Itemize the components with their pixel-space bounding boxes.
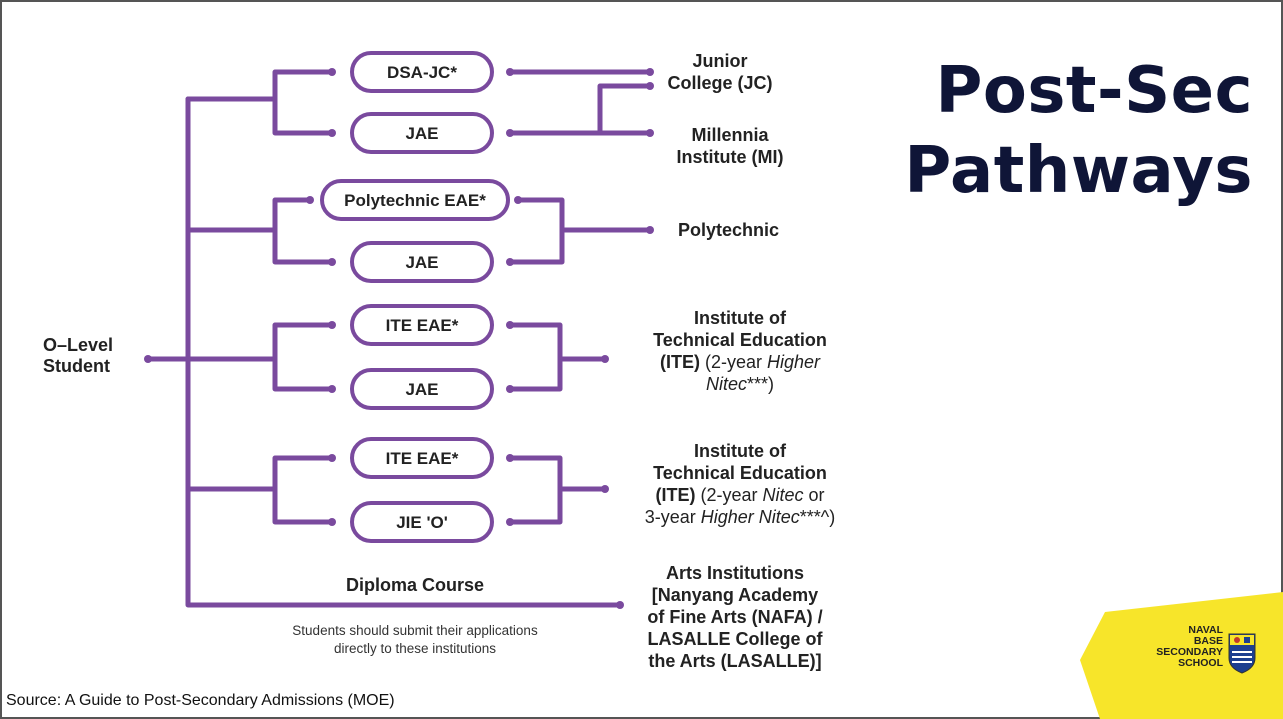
dot (506, 129, 514, 137)
dot (506, 385, 514, 393)
branch-ite-eae-1 (185, 322, 335, 362)
page-title: Post-Sec (935, 54, 1253, 128)
pill-jae-2 (350, 241, 494, 283)
school-logo-shape (1080, 592, 1283, 719)
branch-dsa-jc (185, 69, 335, 102)
route-label: JAE (405, 124, 438, 143)
dot (506, 258, 514, 266)
dot (328, 385, 336, 393)
dot (601, 485, 609, 493)
line-jae-to-jc (507, 83, 653, 136)
school-logo-text: NAVAL BASE SECONDARY SCHOOL (1156, 624, 1223, 669)
route-label: ITE EAE* (386, 449, 459, 468)
dot (506, 68, 514, 76)
start-node-label: O–Level Student (43, 335, 114, 376)
pill-jae-3 (350, 368, 494, 410)
pill-poly-eae (320, 179, 510, 221)
dot (328, 68, 336, 76)
dest-millennia-institute: Millennia Institute (MI) (676, 125, 784, 167)
diploma-course-label: Diploma Course (345, 575, 485, 595)
source-caption: Source: A Guide to Post-Secondary Admiss… (6, 692, 395, 709)
main-trunk (185, 96, 623, 608)
dest-polytechnic: Polytechnic (678, 220, 780, 240)
dot (506, 454, 514, 462)
bracket-ite-1 (507, 322, 563, 392)
route-label: JIE 'O' (396, 513, 448, 532)
dot (616, 601, 624, 609)
dot (514, 196, 522, 204)
branch-ite-eae-2 (185, 455, 335, 492)
diploma-note: Students should submit their application… (292, 623, 538, 656)
pill-jie (350, 501, 494, 543)
dot (506, 321, 514, 329)
dot (646, 82, 654, 90)
page-title: Pathways (904, 134, 1253, 208)
branch-jae-1 (272, 96, 335, 136)
bracket-ite-2 (507, 455, 563, 525)
dot (328, 129, 336, 137)
dot (328, 321, 336, 329)
branch-jae-2 (272, 227, 335, 265)
pill-dsa-jc (350, 51, 494, 93)
school-crest-icon (1228, 633, 1256, 674)
dot (306, 196, 314, 204)
branch-jae-3 (272, 356, 335, 392)
dot (646, 68, 654, 76)
dot (328, 454, 336, 462)
route-label: JAE (405, 380, 438, 399)
dot (328, 518, 336, 526)
route-label: JAE (405, 253, 438, 272)
dest-junior-college: Junior College (JC) (667, 51, 773, 93)
bracket-poly (507, 197, 565, 265)
dot (601, 355, 609, 363)
dot (646, 226, 654, 234)
pill-jae-1 (350, 112, 494, 154)
pill-ite-eae-2 (350, 437, 494, 479)
dot-start (144, 355, 152, 363)
dot (328, 258, 336, 266)
dot (506, 518, 514, 526)
branch-jie (272, 486, 335, 525)
pill-ite-eae-1 (350, 304, 494, 346)
route-label: ITE EAE* (386, 316, 459, 335)
dot (646, 129, 654, 137)
route-label: DSA-JC* (387, 63, 457, 82)
dest-ite-2: Institute of Technical Education (ITE) (… (644, 441, 836, 527)
route-label: Polytechnic EAE* (344, 191, 486, 210)
dest-ite-1: Institute of Technical Education (ITE) (… (653, 308, 827, 394)
dest-arts-institutions: Arts Institutions [Nanyang Academy of Fi… (647, 563, 823, 671)
branch-poly-eae (185, 197, 313, 233)
